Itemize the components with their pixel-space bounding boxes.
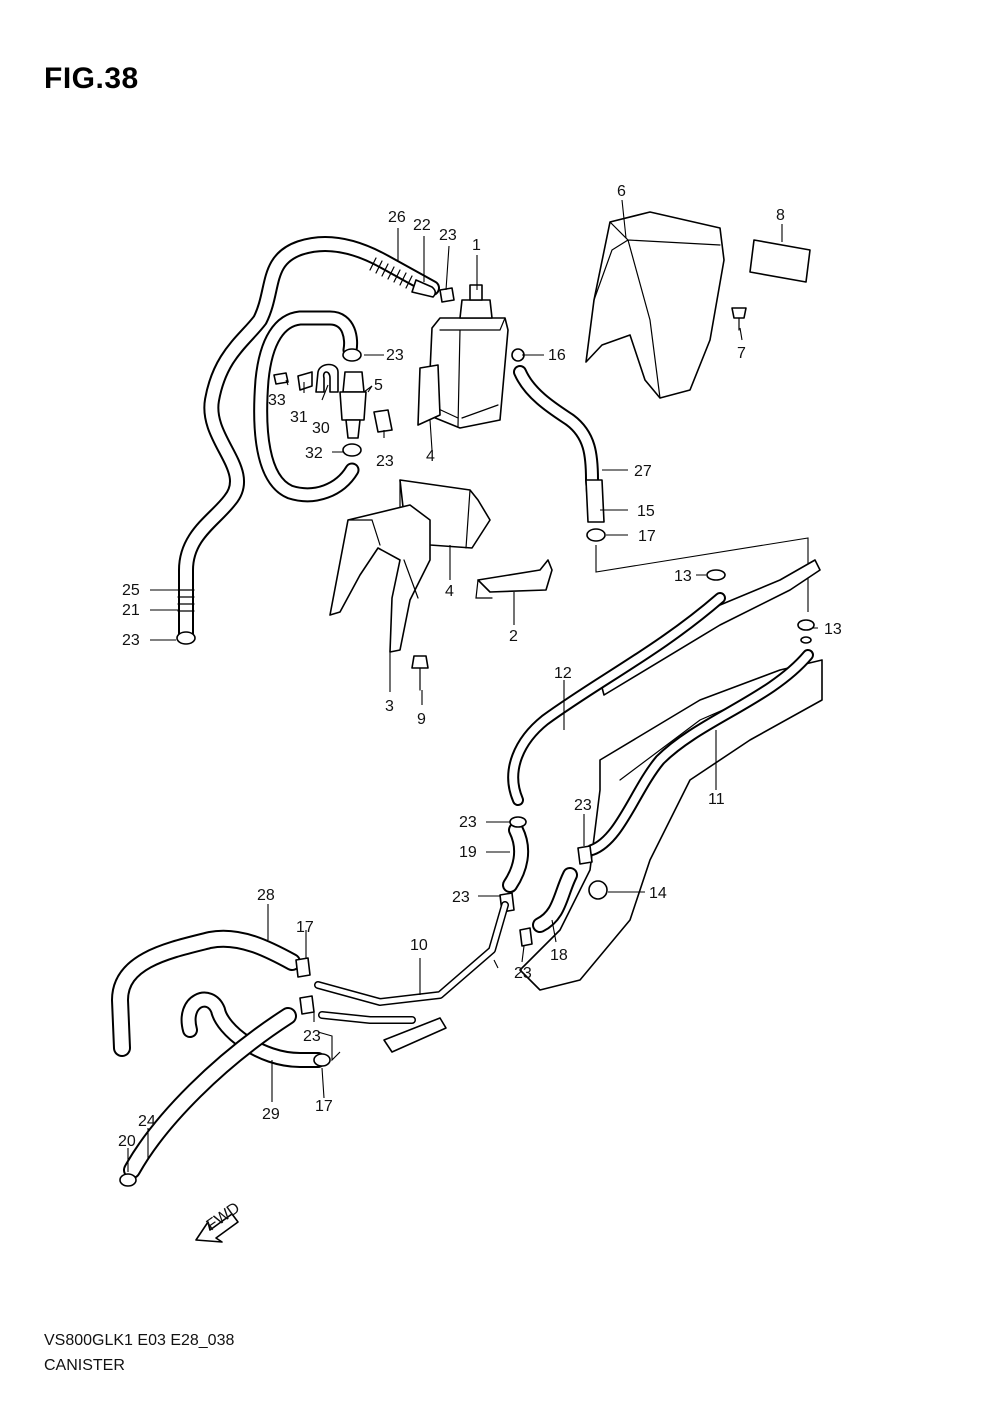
clamp-23-upper <box>342 348 362 362</box>
fitting-20 <box>119 1173 137 1187</box>
pipe-10 <box>314 901 509 1024</box>
grommet-13-left <box>706 569 726 581</box>
callout-3: 3 <box>385 698 394 715</box>
callout-17-c: 17 <box>315 1098 333 1115</box>
callout-32: 32 <box>305 445 323 462</box>
leader-lines <box>127 199 818 1172</box>
hose-12 <box>507 592 726 806</box>
callout-28: 28 <box>257 887 275 904</box>
bracket-30 <box>315 363 339 393</box>
callout-13-a: 13 <box>674 568 692 585</box>
label-plate <box>749 239 811 283</box>
callout-17-b: 17 <box>296 919 314 936</box>
fitting-15 <box>585 479 605 523</box>
callout-23-i: 23 <box>303 1028 321 1045</box>
hose-28 <box>111 929 301 1057</box>
callout-9: 9 <box>417 711 426 728</box>
figure-title: FIG.38 <box>44 62 139 95</box>
frame-tube <box>519 559 823 991</box>
hose-18 <box>532 867 578 933</box>
valve-5 <box>339 371 367 439</box>
fwd-arrow: FWD <box>195 1199 243 1243</box>
hose-26 <box>369 257 413 289</box>
clamp-17-upper <box>586 528 606 542</box>
callout-4-a: 4 <box>426 448 435 465</box>
callout-12: 12 <box>554 665 572 682</box>
callout-23-e: 23 <box>459 814 477 831</box>
hose-27 <box>513 365 601 512</box>
clamp-23-mid <box>373 409 393 433</box>
clamp-23-18 <box>519 927 533 947</box>
clamp-23-11 <box>577 845 593 865</box>
callout-26: 26 <box>388 209 406 226</box>
bolt-9 <box>411 655 429 691</box>
callout-7: 7 <box>737 345 746 362</box>
callout-4-b: 4 <box>445 583 454 600</box>
callout-20: 20 <box>118 1133 136 1150</box>
callout-numbers: 26 22 23 1 6 8 7 23 16 5 33 31 30 4 32 2… <box>118 183 842 1150</box>
canister <box>427 284 509 429</box>
callout-10: 10 <box>410 937 428 954</box>
clamp-17-left <box>295 957 311 978</box>
hose-19 <box>502 822 530 893</box>
clamp-23-21 <box>176 631 196 645</box>
callout-16: 16 <box>548 347 566 364</box>
screw-7 <box>731 307 747 331</box>
callout-2: 2 <box>509 628 518 645</box>
callout-21: 21 <box>122 602 140 619</box>
clamp-23-left <box>299 995 315 1015</box>
callout-23-a: 23 <box>439 227 457 244</box>
callout-23-d: 23 <box>122 632 140 649</box>
callout-22: 22 <box>413 217 431 234</box>
callout-18: 18 <box>550 947 568 964</box>
callout-23-c: 23 <box>376 453 394 470</box>
callout-27: 27 <box>634 463 652 480</box>
callout-23-h: 23 <box>514 965 532 982</box>
callout-33: 33 <box>268 392 286 409</box>
clamp-17-lower <box>313 1053 331 1067</box>
callout-15: 15 <box>637 503 655 520</box>
clip-31 <box>297 371 313 391</box>
clamp-23-19top <box>509 816 527 828</box>
canister-cover <box>585 211 725 399</box>
clamp-32 <box>342 443 362 457</box>
callout-29: 29 <box>262 1106 280 1123</box>
pipe-bracket <box>383 1017 447 1053</box>
callout-1: 1 <box>472 237 481 254</box>
callout-8: 8 <box>776 207 785 224</box>
callout-14: 14 <box>649 885 667 902</box>
callout-23-f: 23 <box>574 797 592 814</box>
grommet-13-right <box>797 619 815 644</box>
hose-25-band <box>177 589 195 612</box>
callout-11: 11 <box>708 791 725 808</box>
callout-23-g: 23 <box>452 889 470 906</box>
callout-23-b: 23 <box>386 347 404 364</box>
hose-11 <box>586 649 814 856</box>
callout-19: 19 <box>459 844 477 861</box>
screw-33 <box>273 372 289 385</box>
canister-strap <box>417 364 441 426</box>
callout-31: 31 <box>290 409 308 426</box>
hose-22 <box>411 279 437 298</box>
hose-21 <box>178 235 440 643</box>
clamp-23-top <box>439 287 455 303</box>
figure-name: CANISTER <box>44 1357 125 1374</box>
hose-24 <box>123 1007 297 1179</box>
hose-upper-inner <box>253 310 360 503</box>
callout-5: 5 <box>374 377 383 394</box>
stay-2 <box>475 559 553 599</box>
hose-29 <box>180 991 326 1068</box>
callout-17-a: 17 <box>638 528 656 545</box>
callout-30: 30 <box>312 420 330 437</box>
grommet-14 <box>588 880 608 900</box>
callout-13-b: 13 <box>824 621 842 638</box>
callout-25: 25 <box>122 582 140 599</box>
callout-24: 24 <box>138 1113 156 1130</box>
figure-code: VS800GLK1 E03 E28_038 <box>44 1332 235 1349</box>
bracket-3 <box>329 504 431 653</box>
callout-6: 6 <box>617 183 626 200</box>
